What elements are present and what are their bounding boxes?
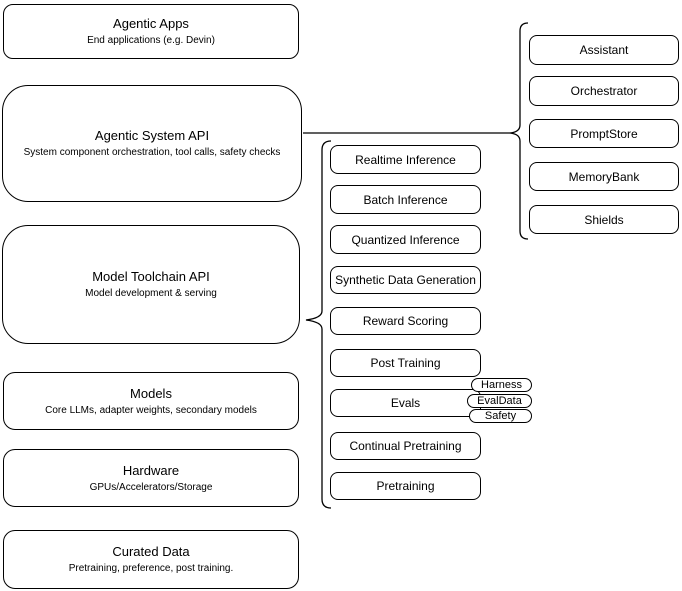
node-title: Curated Data bbox=[112, 544, 190, 559]
node-model-toolchain-api: Model Toolchain API Model development & … bbox=[2, 225, 300, 344]
pill-safety: Safety bbox=[469, 409, 532, 423]
node-curated-data: Curated Data Pretraining, preference, po… bbox=[3, 530, 299, 589]
toolchain-brace bbox=[305, 140, 332, 509]
node-title: Agentic System API bbox=[94, 128, 210, 143]
node-agentic-system-api: Agentic System API System component orch… bbox=[2, 85, 302, 202]
node-reward-scoring: Reward Scoring bbox=[330, 307, 481, 335]
node-memorybank: MemoryBank bbox=[529, 162, 679, 191]
node-subtitle: GPUs/Accelerators/Storage bbox=[89, 481, 213, 493]
node-agentic-apps: Agentic Apps End applications (e.g. Devi… bbox=[3, 4, 299, 59]
node-synthetic-data-generation: Synthetic Data Generation bbox=[330, 266, 481, 294]
node-continual-pretraining: Continual Pretraining bbox=[330, 432, 481, 460]
node-realtime-inference: Realtime Inference bbox=[330, 145, 481, 174]
node-subtitle: Pretraining, preference, post training. bbox=[68, 563, 234, 574]
node-assistant: Assistant bbox=[529, 35, 679, 65]
node-shields: Shields bbox=[529, 205, 679, 234]
node-subtitle: Model development & serving bbox=[85, 288, 217, 299]
node-hardware: Hardware GPUs/Accelerators/Storage bbox=[3, 449, 299, 507]
node-quantized-inference: Quantized Inference bbox=[330, 225, 481, 254]
node-title: Models bbox=[130, 385, 172, 401]
pill-evaldata: EvalData bbox=[467, 394, 532, 408]
node-post-training: Post Training bbox=[330, 349, 481, 377]
node-promptstore: PromptStore bbox=[529, 119, 679, 148]
node-batch-inference: Batch Inference bbox=[330, 185, 481, 214]
node-subtitle: End applications (e.g. Devin) bbox=[87, 35, 215, 46]
node-title: Model Toolchain API bbox=[92, 269, 210, 284]
pill-harness: Harness bbox=[471, 378, 532, 392]
node-subtitle: Core LLMs, adapter weights, secondary mo… bbox=[45, 404, 257, 416]
node-title: Agentic Apps bbox=[113, 16, 189, 31]
node-title: Hardware bbox=[122, 462, 180, 478]
node-models: Models Core LLMs, adapter weights, secon… bbox=[3, 372, 299, 430]
node-evals: Evals bbox=[330, 389, 481, 417]
node-subtitle: System component orchestration, tool cal… bbox=[23, 147, 281, 158]
system-brace bbox=[509, 22, 529, 240]
node-pretraining: Pretraining bbox=[330, 472, 481, 500]
node-orchestrator: Orchestrator bbox=[529, 76, 679, 106]
